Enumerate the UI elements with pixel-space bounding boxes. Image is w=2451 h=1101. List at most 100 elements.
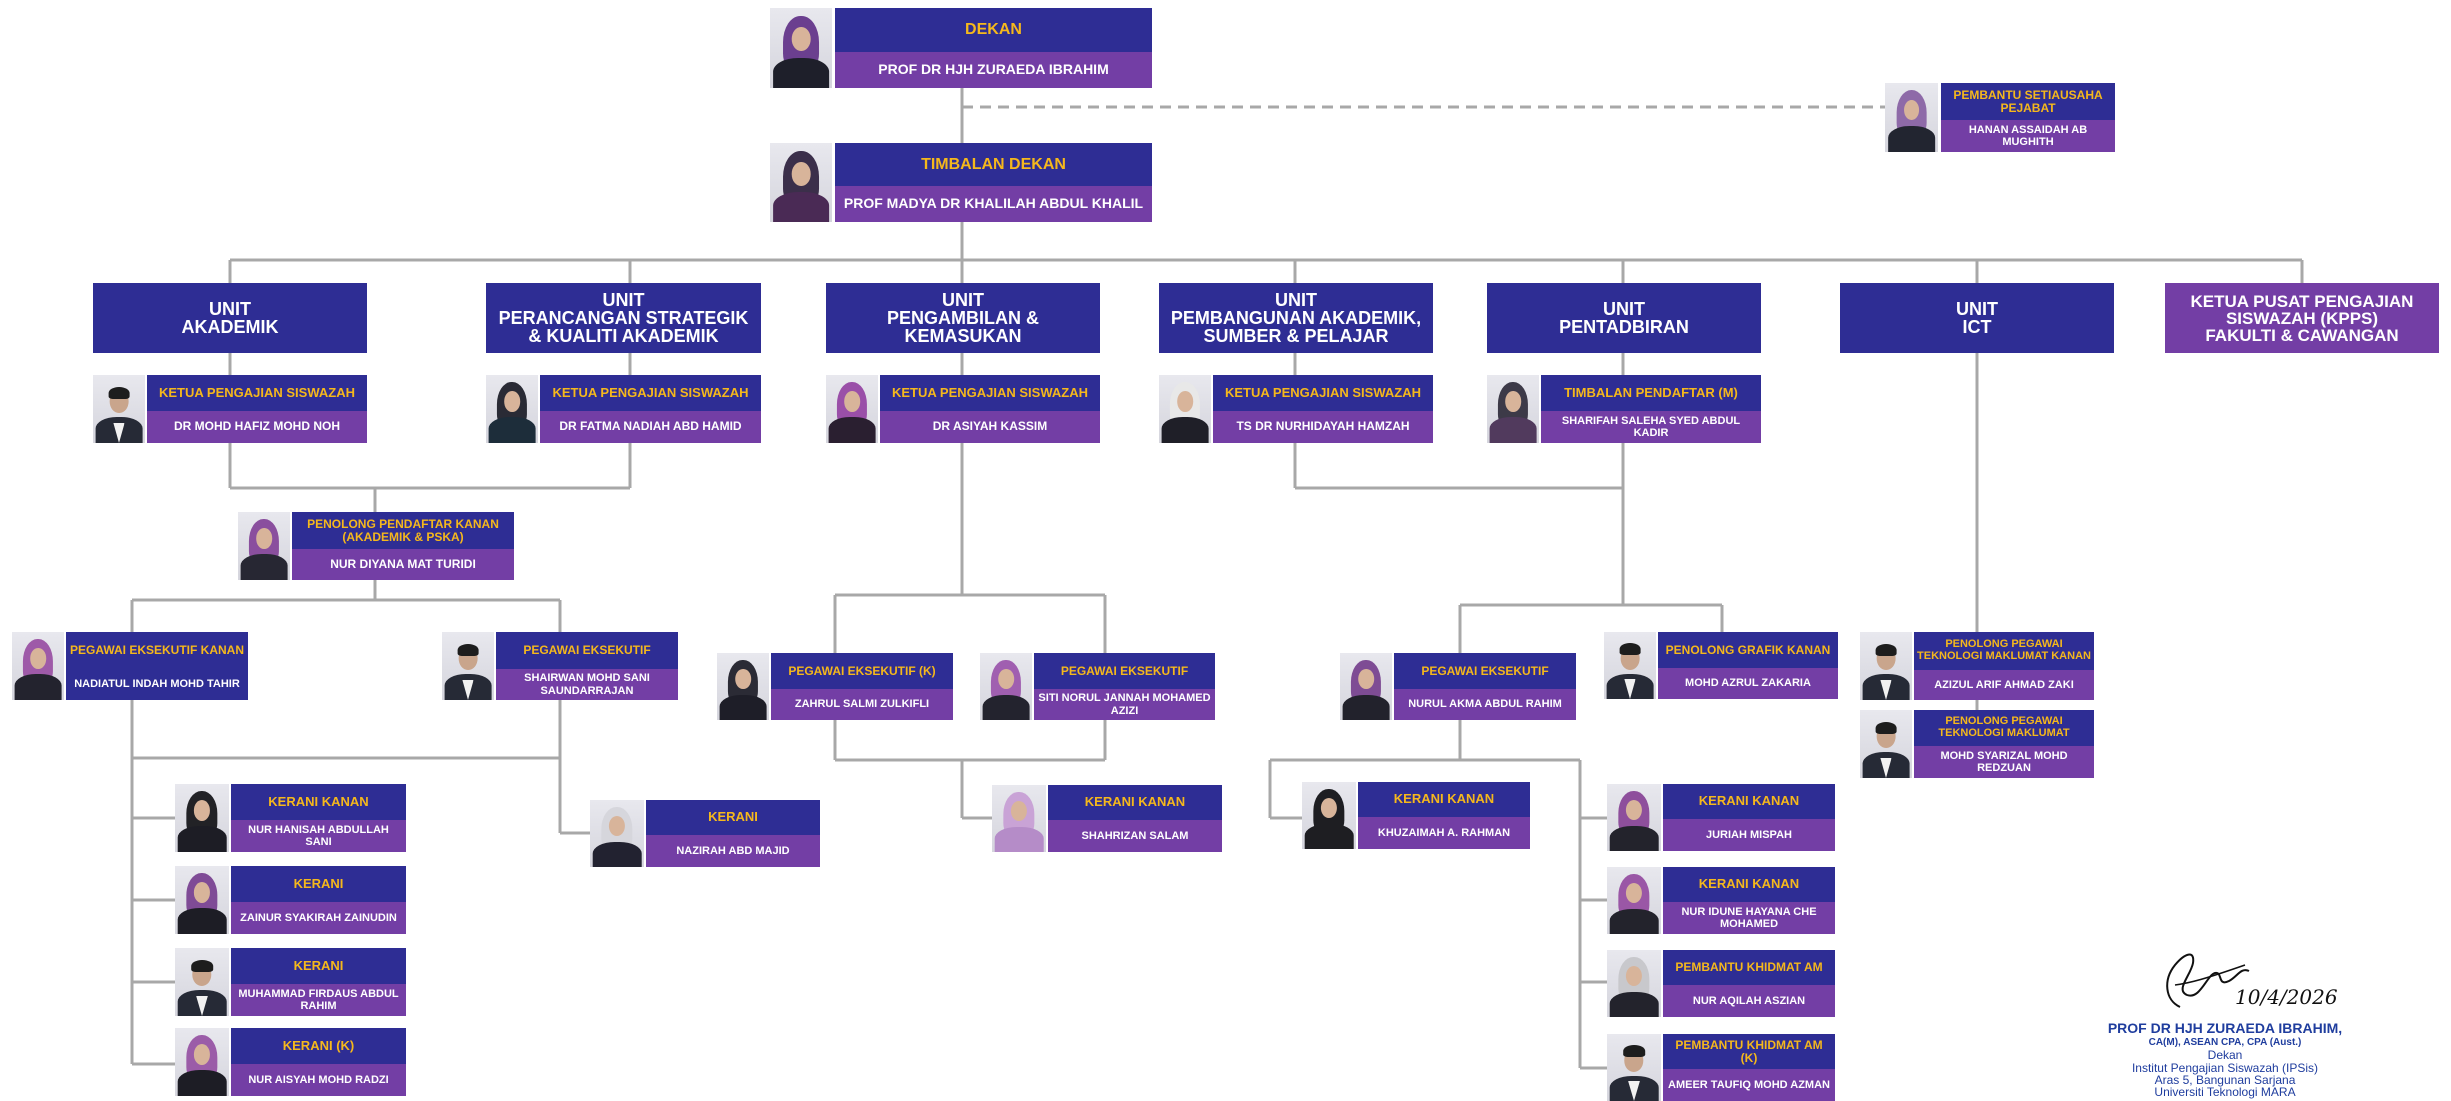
photo-kerani-kanan-khuzaimah xyxy=(1302,782,1356,849)
unit-kpps-line3: FAKULTI & CAWANGAN xyxy=(2205,325,2399,345)
photo-ppt xyxy=(1860,710,1912,778)
unit-kpps-line1: KETUA PUSAT PENGAJIAN xyxy=(2190,291,2414,311)
photo-kerani-kanan-nuridune xyxy=(1607,867,1661,934)
name-kps-pembangunan: TS DR NURHIDAYAH HAMZAH xyxy=(1213,411,1433,443)
name-ppt: MOHD SYARIZAL MOHD REDZUAN xyxy=(1914,746,2094,778)
unit-akademik-line2: AKADEMIK xyxy=(181,317,279,337)
title-kps-perancangan: KETUA PENGAJIAN SISWAZAH xyxy=(540,375,761,411)
title-kerani-kanan-shahrizan: KERANI KANAN xyxy=(1048,785,1222,820)
name-penolong-pendaftar: NUR DIYANA MAT TURIDI xyxy=(292,549,514,580)
card-kerani-firdaus: KERANI MUHAMMAD FIRDAUS ABDUL RAHIM xyxy=(175,948,406,1016)
signature-address: Aras 5, Bangunan Sarjana xyxy=(2154,1073,2296,1087)
card-pe-shairwan: PEGAWAI EKSEKUTIF SHAIRWAN MOHD SANI SAU… xyxy=(442,632,678,700)
card-ppt: PENOLONG PEGAWAI TEKNOLOGI MAKLUMAT MOHD… xyxy=(1860,710,2094,778)
card-kerani-k-aisyah: KERANI (K) NUR AISYAH MOHD RADZI xyxy=(175,1028,406,1096)
signature-scribble xyxy=(2166,953,2250,1008)
card-kerani-nazirah: KERANI NAZIRAH ABD MAJID xyxy=(590,800,820,867)
name-pka-k-ameer: AMEER TAUFIQ MOHD AZMAN xyxy=(1663,1069,1835,1101)
photo-kerani-nazirah xyxy=(590,800,644,867)
unit-akademik: UNIT AKADEMIK xyxy=(93,283,367,353)
card-kerani-zainur: KERANI ZAINUR SYAKIRAH ZAINUDIN xyxy=(175,866,406,934)
signature-institute: Institut Pengajian Siswazah (IPSis) xyxy=(2131,1061,2319,1075)
card-timbalan-pendaftar: TIMBALAN PENDAFTAR (M) SHARIFAH SALEHA S… xyxy=(1487,375,1761,443)
photo-kerani-kanan-shahrizan xyxy=(992,785,1046,852)
title-timbalan-dekan: TIMBALAN DEKAN xyxy=(835,143,1152,186)
name-kps-perancangan: DR FATMA NADIAH ABD HAMID xyxy=(540,411,761,443)
unit-ict-line1: UNIT xyxy=(1956,299,1998,319)
unit-pembangunan-line2: PEMBANGUNAN AKADEMIK, xyxy=(1170,308,1422,328)
name-kerani-kanan-juriah: JURIAH MISPAH xyxy=(1663,819,1835,851)
photo-kps-pembangunan xyxy=(1159,375,1211,443)
name-kerani-kanan-shahrizan: SHAHRIZAN SALAM xyxy=(1048,820,1222,852)
title-kps-pengambilan: KETUA PENGAJIAN SISWAZAH xyxy=(880,375,1100,411)
title-pe-nurul: PEGAWAI EKSEKUTIF xyxy=(1394,653,1576,689)
title-kps-akademik: KETUA PENGAJIAN SISWAZAH xyxy=(147,375,367,411)
card-kerani-kanan-juriah: KERANI KANAN JURIAH MISPAH xyxy=(1607,784,1835,851)
photo-dekan xyxy=(770,8,832,88)
card-kps-pembangunan: KETUA PENGAJIAN SISWAZAH TS DR NURHIDAYA… xyxy=(1159,375,1433,443)
card-kps-perancangan: KETUA PENGAJIAN SISWAZAH DR FATMA NADIAH… xyxy=(486,375,761,443)
title-kerani-zainur: KERANI xyxy=(231,866,406,902)
title-kerani-nazirah: KERANI xyxy=(646,800,820,835)
name-kerani-kanan-khuzaimah: KHUZAIMAH A. RAHMAN xyxy=(1358,817,1530,849)
name-timbalan-pendaftar: SHARIFAH SALEHA SYED ABDUL KADIR xyxy=(1541,411,1761,443)
photo-kerani-kanan-hanisah xyxy=(175,784,229,852)
title-pka-k-ameer: PEMBANTU KHIDMAT AM (K) xyxy=(1663,1034,1835,1069)
photo-timbalan-pendaftar xyxy=(1487,375,1539,443)
unit-pentadbiran-line1: UNIT xyxy=(1603,299,1645,319)
unit-kpps: KETUA PUSAT PENGAJIAN SISWAZAH (KPPS) FA… xyxy=(2165,283,2439,353)
photo-pka-k-ameer xyxy=(1607,1034,1661,1101)
unit-pengambilan-line1: UNIT xyxy=(942,290,984,310)
signature-qualifications: CA(M), ASEAN CPA, CPA (Aust.) xyxy=(2148,1037,2302,1048)
photo-timbalan-dekan xyxy=(770,143,832,222)
card-ppt-kanan: PENOLONG PEGAWAI TEKNOLOGI MAKLUMAT KANA… xyxy=(1860,632,2094,700)
title-ppt: PENOLONG PEGAWAI TEKNOLOGI MAKLUMAT xyxy=(1914,710,2094,746)
unit-ict-line2: ICT xyxy=(1962,317,1992,337)
photo-kerani-firdaus xyxy=(175,948,229,1016)
signature-block: 10/4/2026 PROF DR HJH ZURAEDA IBRAHIM, C… xyxy=(2085,945,2365,1101)
signature-name: PROF DR HJH ZURAEDA IBRAHIM, xyxy=(2107,1020,2343,1036)
unit-pembangunan-line1: UNIT xyxy=(1275,290,1317,310)
title-kerani-kanan-juriah: KERANI KANAN xyxy=(1663,784,1835,819)
unit-perancangan-line1: UNIT xyxy=(602,290,645,310)
photo-penolong-pendaftar xyxy=(238,512,290,580)
card-kerani-kanan-hanisah: KERANI KANAN NUR HANISAH ABDULLAH SANI xyxy=(175,784,406,852)
name-kps-akademik: DR MOHD HAFIZ MOHD NOH xyxy=(147,411,367,443)
card-pembantu-setiausaha: PEMBANTU SETIAUSAHA PEJABAT HANAN ASSAID… xyxy=(1885,83,2115,152)
photo-pe-shairwan xyxy=(442,632,494,700)
card-timbalan-dekan: TIMBALAN DEKAN PROF MADYA DR KHALILAH AB… xyxy=(770,143,1152,222)
card-pe-nurul: PEGAWAI EKSEKUTIF NURUL AKMA ABDUL RAHIM xyxy=(1340,653,1576,720)
title-kerani-firdaus: KERANI xyxy=(231,948,406,984)
card-penolong-pendaftar: PENOLONG PENDAFTAR KANAN (AKADEMIK & PSK… xyxy=(238,512,514,580)
photo-pe-kanan-nadiatul xyxy=(12,632,64,700)
card-pka-k-ameer: PEMBANTU KHIDMAT AM (K) AMEER TAUFIQ MOH… xyxy=(1607,1034,1835,1101)
card-kerani-kanan-khuzaimah: KERANI KANAN KHUZAIMAH A. RAHMAN xyxy=(1302,782,1530,849)
name-pe-shairwan: SHAIRWAN MOHD SANI SAUNDARRAJAN xyxy=(496,669,678,700)
unit-pengambilan-line2: PENGAMBILAN & xyxy=(887,308,1039,328)
unit-akademik-line1: UNIT xyxy=(209,299,251,319)
title-dekan: DEKAN xyxy=(835,8,1152,52)
unit-perancangan: UNIT PERANCANGAN STRATEGIK & KUALITI AKA… xyxy=(486,283,761,353)
title-ppt-kanan: PENOLONG PEGAWAI TEKNOLOGI MAKLUMAT KANA… xyxy=(1914,632,2094,670)
card-dekan: DEKAN PROF DR HJH ZURAEDA IBRAHIM xyxy=(770,8,1152,88)
signature-university: Universiti Teknologi MARA xyxy=(2154,1085,2296,1099)
name-kerani-kanan-hanisah: NUR HANISAH ABDULLAH SANI xyxy=(231,820,406,852)
name-kerani-nazirah: NAZIRAH ABD MAJID xyxy=(646,835,820,867)
card-pe-siti: PEGAWAI EKSEKUTIF SITI NORUL JANNAH MOHA… xyxy=(980,653,1215,720)
photo-kerani-k-aisyah xyxy=(175,1028,229,1096)
unit-pembangunan: UNIT PEMBANGUNAN AKADEMIK, SUMBER & PELA… xyxy=(1159,283,1433,353)
unit-perancangan-line2: PERANCANGAN STRATEGIK xyxy=(498,308,749,328)
title-kerani-kanan-hanisah: KERANI KANAN xyxy=(231,784,406,820)
card-kps-akademik: KETUA PENGAJIAN SISWAZAH DR MOHD HAFIZ M… xyxy=(93,375,367,443)
card-penolong-grafik: PENOLONG GRAFIK KANAN MOHD AZRUL ZAKARIA xyxy=(1604,632,1838,699)
name-dekan: PROF DR HJH ZURAEDA IBRAHIM xyxy=(835,52,1152,88)
card-kerani-kanan-nuridune: KERANI KANAN NUR IDUNE HAYANA CHE MOHAME… xyxy=(1607,867,1835,934)
photo-kps-pengambilan xyxy=(826,375,878,443)
name-pe-nurul: NURUL AKMA ABDUL RAHIM xyxy=(1394,689,1576,720)
name-pe-zahrul: ZAHRUL SALMI ZULKIFLI xyxy=(771,689,953,720)
title-pka-nuraqilah: PEMBANTU KHIDMAT AM xyxy=(1663,950,1835,985)
signature-position: Dekan xyxy=(2207,1048,2243,1062)
photo-pka-nuraqilah xyxy=(1607,950,1661,1017)
photo-pe-siti xyxy=(980,653,1032,720)
